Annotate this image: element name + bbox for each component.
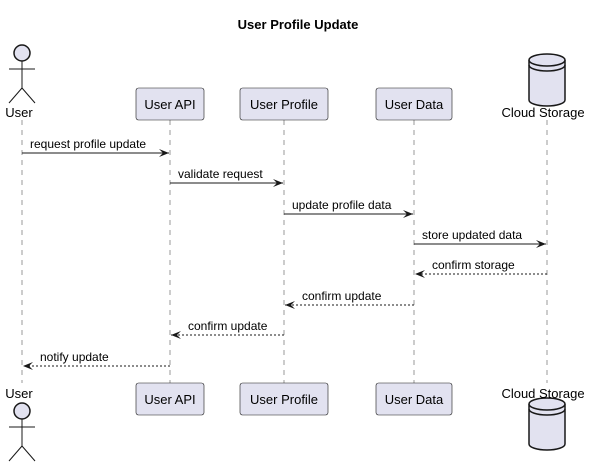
participant-label: User	[5, 105, 33, 120]
database-icon	[528, 53, 566, 107]
database-icon	[528, 397, 566, 451]
diagram-title: User Profile Update	[238, 17, 359, 32]
participant-label: User Data	[385, 97, 444, 112]
lifelines	[21, 120, 548, 383]
arrowhead	[285, 301, 295, 309]
participant-box	[375, 382, 453, 416]
participant-label: User	[5, 386, 33, 401]
participant-box	[239, 87, 329, 121]
actor-icon	[8, 402, 36, 462]
arrowhead	[403, 210, 413, 218]
actor-icon	[8, 44, 36, 104]
arrowhead	[536, 240, 546, 248]
participant-label: User API	[144, 392, 195, 407]
participant-profile-top: User Profile	[239, 87, 329, 121]
message-4: store updated data	[414, 228, 546, 248]
arrowhead	[23, 362, 33, 370]
message-3: update profile data	[284, 198, 413, 218]
participant-user-bottom: User	[5, 386, 36, 462]
participant-box	[375, 87, 453, 121]
participant-storage-top: Cloud Storage	[501, 53, 585, 120]
message-2: validate request	[170, 167, 283, 187]
participant-label: Cloud Storage	[501, 386, 584, 401]
participant-api-top: User API	[135, 87, 205, 121]
message-label: confirm update	[188, 319, 268, 333]
message-1: request profile update	[22, 137, 169, 157]
participant-box	[135, 382, 205, 416]
participant-label: User API	[144, 97, 195, 112]
participant-box	[239, 382, 329, 416]
participant-profile-bottom: User Profile	[239, 382, 329, 416]
message-7: confirm update	[171, 319, 284, 339]
messages: request profile update validate request up…	[22, 137, 547, 370]
arrowhead	[159, 149, 169, 157]
message-label: notify update	[40, 350, 109, 364]
message-label: request profile update	[30, 137, 146, 151]
participant-box	[135, 87, 205, 121]
message-label: update profile data	[292, 198, 392, 212]
message-label: validate request	[178, 167, 263, 181]
message-label: store updated data	[422, 228, 522, 242]
arrowhead	[273, 179, 283, 187]
message-5: confirm storage	[415, 258, 547, 278]
participant-label: Cloud Storage	[501, 105, 584, 120]
message-8: notify update	[23, 350, 170, 370]
message-label: confirm update	[302, 289, 382, 303]
participant-label: User Profile	[250, 392, 318, 407]
message-6: confirm update	[285, 289, 414, 309]
arrowhead	[415, 270, 425, 278]
participant-data-bottom: User Data	[375, 382, 453, 416]
participant-api-bottom: User API	[135, 382, 205, 416]
participant-heads-bottom: User User API User Profile User Data Cloud S…	[5, 382, 585, 462]
message-label: confirm storage	[432, 258, 515, 272]
participant-storage-bottom: Cloud Storage	[501, 386, 585, 451]
participant-user-top: User	[5, 44, 36, 120]
participant-data-top: User Data	[375, 87, 453, 121]
participant-label: User Data	[385, 392, 444, 407]
arrowhead	[171, 331, 181, 339]
participant-label: User Profile	[250, 97, 318, 112]
